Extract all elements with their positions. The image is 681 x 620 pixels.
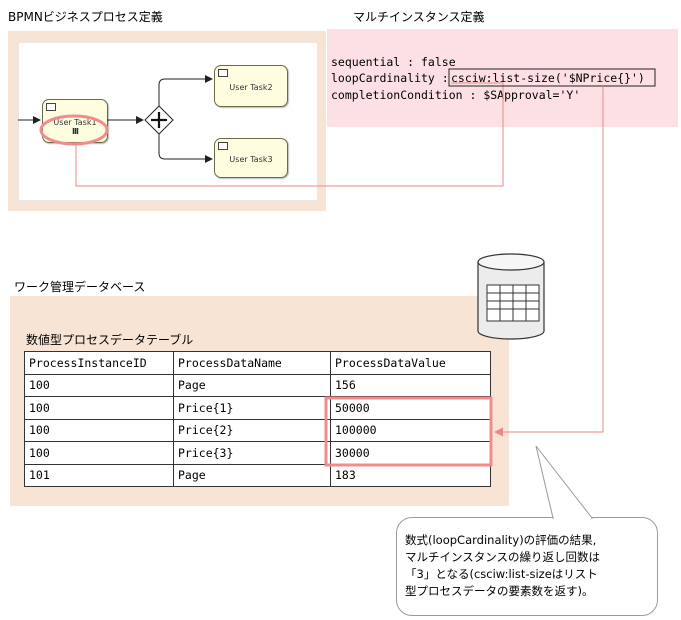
- table-title: 数値型プロセスデータテーブル: [26, 333, 194, 347]
- table-cell: 183: [330, 463, 491, 487]
- multi-instance-marker: III: [72, 127, 79, 136]
- table-row: 100 Price{2} 100000: [24, 418, 491, 442]
- column-header: ProcessInstanceID: [24, 351, 174, 375]
- table-cell: 100: [24, 441, 174, 465]
- column-header: ProcessDataValue: [330, 351, 491, 375]
- user-task-3-label: User Task3: [229, 155, 273, 164]
- user-task-1-label: User Task1: [53, 118, 97, 127]
- user-task-icon: [218, 69, 228, 77]
- user-task-2-label: User Task2: [229, 83, 273, 92]
- user-task-icon: [218, 142, 228, 150]
- callout-line: 数式(loopCardinality)の評価の結果,: [405, 533, 597, 547]
- user-task-2[interactable]: User Task2: [214, 65, 288, 107]
- table-cell: 100: [24, 396, 174, 420]
- table-header-row: ProcessInstanceID ProcessDataName Proces…: [24, 351, 491, 375]
- multi-instance-title: マルチインスタンス定義: [353, 10, 485, 24]
- table-cell: Page: [173, 373, 331, 397]
- callout-pointer: [535, 445, 594, 519]
- table-cell: 100000: [330, 418, 491, 442]
- callout-line: 「3」となる(csciw:list-sizeはリスト: [405, 567, 598, 581]
- table-cell: 30000: [330, 441, 491, 465]
- completion-condition-line: completionCondition : $SApproval='Y': [331, 88, 581, 102]
- work-db-title: ワーク管理データベース: [14, 280, 146, 294]
- sequential-line: sequential : false: [331, 55, 456, 69]
- bpmn-title: BPMNビジネスプロセス定義: [8, 10, 163, 24]
- table-cell: Price{3}: [173, 441, 331, 465]
- callout-line: マルチインスタンスの繰り返し回数は: [405, 550, 601, 564]
- table-row: 100 Price{3} 30000: [24, 441, 491, 465]
- explanation-callout: 数式(loopCardinality)の評価の結果, マルチインスタンスの繰り返…: [396, 517, 658, 616]
- process-data-table: ProcessInstanceID ProcessDataName Proces…: [24, 351, 491, 487]
- table-row: 101 Page 183: [24, 463, 491, 487]
- table-row: 100 Page 156: [24, 373, 491, 397]
- loop-cardinality-value: csciw:list-size('$NPrice{}'): [451, 71, 645, 85]
- loop-cardinality-label: loopCardinality :: [331, 71, 449, 85]
- column-header: ProcessDataName: [173, 351, 331, 375]
- table-cell: Page: [173, 463, 331, 487]
- connector-line: [494, 86, 604, 437]
- table-cell: 156: [330, 373, 491, 397]
- table-cell: Price{1}: [173, 396, 331, 420]
- user-task-1[interactable]: User Task1 III: [42, 99, 108, 143]
- table-cell: Price{2}: [173, 418, 331, 442]
- table-cell: 101: [24, 463, 174, 487]
- table-cell: 100: [24, 373, 174, 397]
- user-task-3[interactable]: User Task3: [214, 138, 288, 178]
- table-row: 100 Price{1} 50000: [24, 396, 491, 420]
- user-task-icon: [46, 103, 56, 111]
- callout-line: 型プロセスデータの要素数を返す)。: [405, 584, 594, 598]
- table-cell: 50000: [330, 396, 491, 420]
- table-cell: 100: [24, 418, 174, 442]
